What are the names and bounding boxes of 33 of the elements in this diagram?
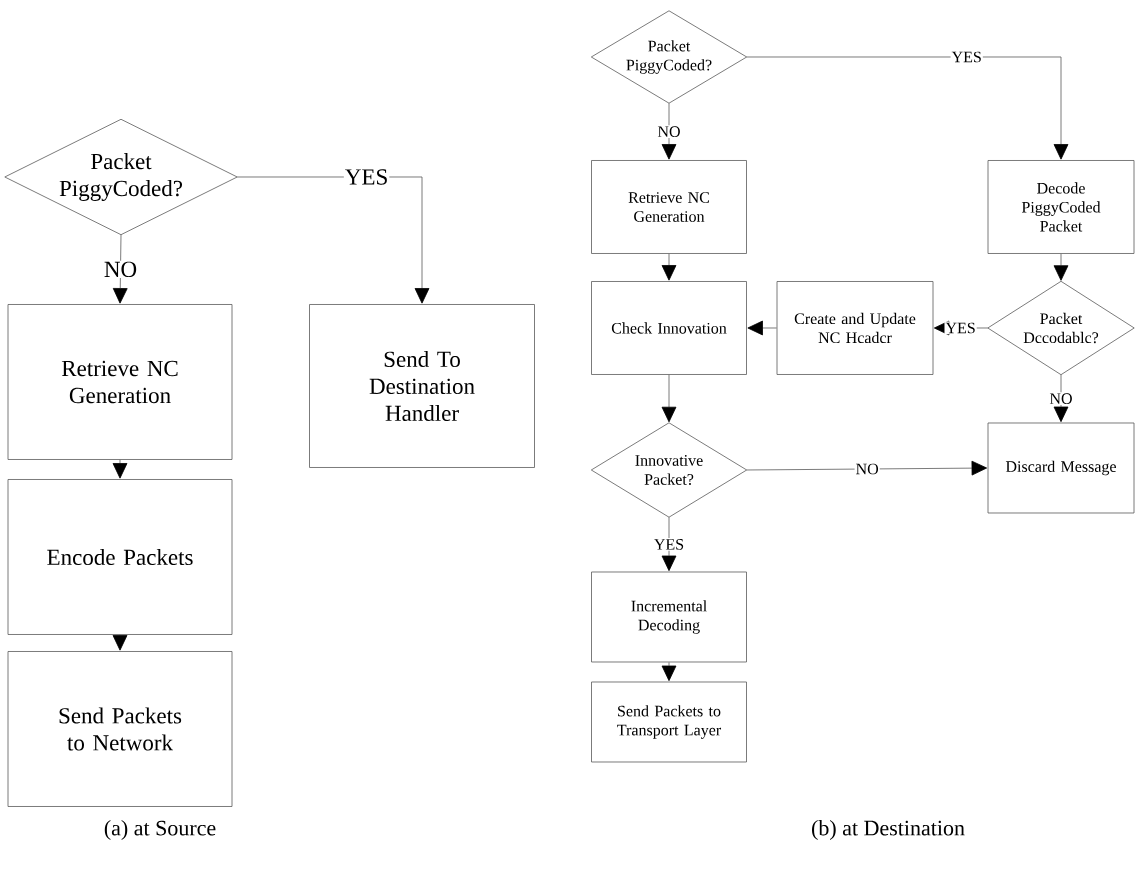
arrow — [661, 516, 677, 572]
arrow — [112, 459, 128, 479]
arrow — [661, 662, 677, 682]
process-box: Encode Packets — [7, 479, 233, 635]
process-box: Check Innovation — [591, 281, 747, 375]
arrow — [1053, 253, 1069, 281]
edge-label: YES — [950, 50, 983, 64]
process-box: Send Packets to Network — [7, 651, 233, 807]
process-box: Send To Destination Handler — [309, 304, 535, 468]
caption: (b) at Destination — [812, 820, 965, 840]
arrow — [661, 102, 677, 160]
process-box: Create and Update NC Hcadcr — [776, 281, 934, 375]
edge-label: NO — [102, 260, 139, 279]
edge-label: YES — [944, 321, 977, 335]
arrow — [112, 234, 128, 304]
arrow — [747, 320, 777, 336]
arrow — [1053, 374, 1069, 423]
process-box: Discard Message — [987, 422, 1135, 514]
process-box: Retrieve NC Generation — [7, 304, 233, 460]
edge-label: YES — [652, 538, 686, 551]
arrow — [112, 634, 128, 651]
edge-label: NO — [1048, 392, 1074, 405]
process-box: Send Packets to Transport Layer — [591, 681, 747, 763]
edge-label: YES — [343, 168, 390, 186]
edge-label: NO — [854, 462, 880, 476]
process-box: Decode PiggyCoded Packet — [987, 160, 1135, 254]
arrow — [746, 460, 988, 476]
arrow — [661, 374, 677, 423]
arrow — [661, 253, 677, 281]
edge-label: NO — [656, 125, 682, 138]
process-box: Incremental Decoding — [591, 571, 747, 663]
process-box: Retrieve NC Generation — [591, 160, 747, 254]
arrow — [746, 56, 1069, 160]
